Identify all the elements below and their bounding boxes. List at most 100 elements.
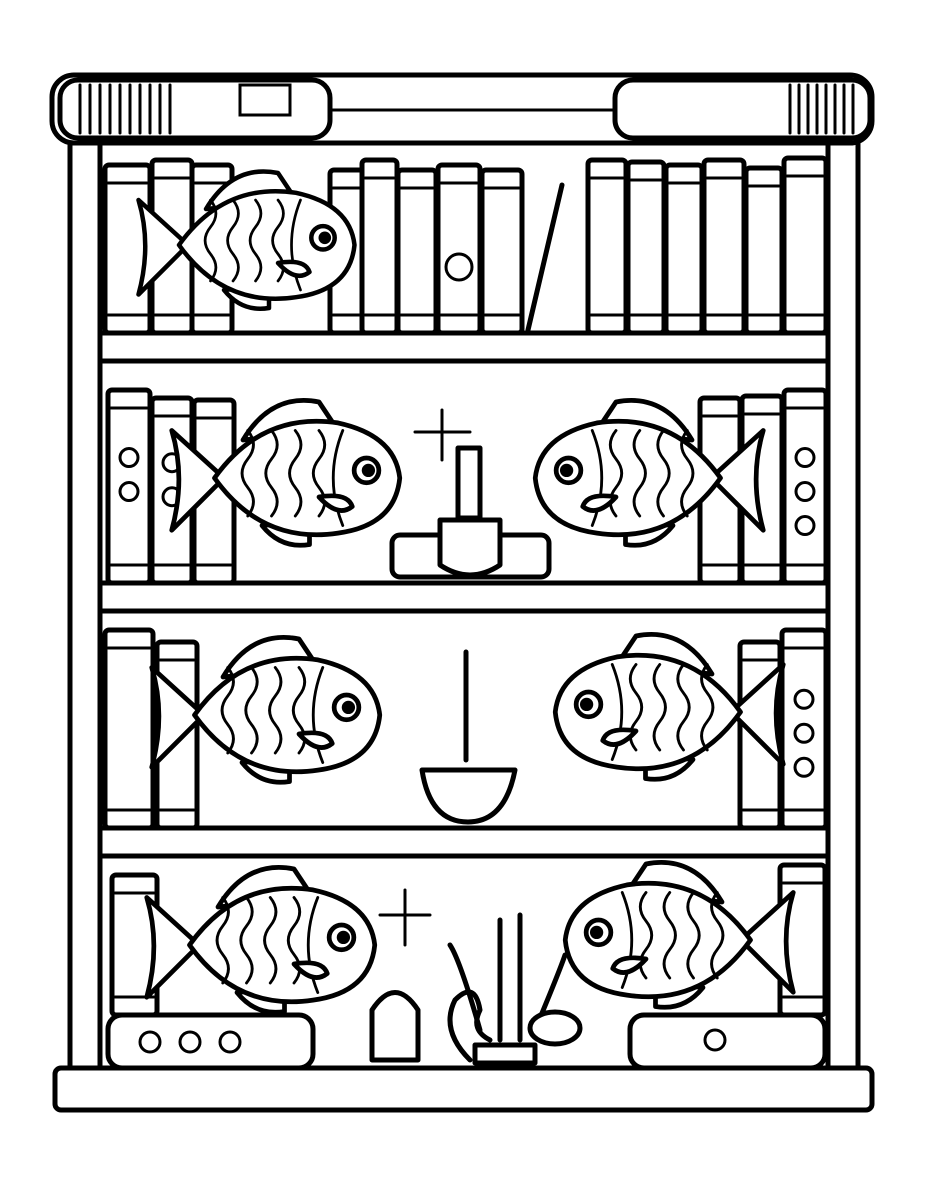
book-circle [794,447,816,469]
fish-pupil [341,700,356,715]
book-spine [663,162,705,336]
base-board [52,1065,875,1113]
fish-stripe [288,429,303,518]
book [663,162,705,336]
fish-stripe [264,429,279,518]
book [779,627,829,831]
bottle-base [437,517,503,578]
book [625,159,667,336]
fish [562,860,796,1010]
fish-stripe [700,663,715,752]
fish-stripe [203,198,218,283]
book [105,387,153,586]
fish-stripe [263,896,278,985]
fish-side-fin [610,955,649,975]
sparkle [378,888,432,947]
fish-stripe [215,896,230,985]
fish-gill [331,429,345,527]
fish-stripe [220,666,235,755]
fish-stripe [676,663,691,752]
egg-jar [369,990,421,1063]
book-circle [118,447,140,469]
fish-stripe [248,198,263,283]
book-circle [793,722,815,744]
book-spine [701,157,747,336]
top-roll-right-book [612,77,873,141]
lying-book [105,1012,316,1071]
fish-pupil [336,930,351,945]
book-circle [793,688,815,710]
shelf-board [97,580,831,614]
fish-gill [610,663,624,761]
fish [169,398,403,548]
fish-pupil [559,463,574,478]
book [102,627,156,831]
book-circle [118,481,140,503]
fish-tail [169,428,227,533]
fish-stripe [680,429,695,518]
fish-gill [311,666,325,764]
book-spine [743,165,785,336]
book-spine [585,157,629,336]
book-circle [794,481,816,503]
fishes [136,169,796,1015]
book [435,162,483,336]
fish-stripe [662,891,677,980]
fish-gill [306,896,320,994]
shelf-board [97,330,831,364]
fish-stripe [244,666,259,755]
book-circle [218,1030,242,1054]
fish-side-fin [600,727,639,747]
food-bowl [419,767,518,825]
fish-tail [738,890,796,995]
book-spine [435,162,483,336]
fish-pupil [318,231,332,245]
left-upright [67,137,103,1073]
book-spine [395,167,439,336]
fish-tail [149,665,207,770]
fish [144,865,378,1015]
fish-pupil [579,697,594,712]
fish-side-fin [316,493,355,513]
book-circle [703,1028,727,1052]
fish-tail [708,428,766,533]
book-circle [793,756,815,778]
fish-stripe [686,891,701,980]
book [743,165,785,336]
lying-book [627,1012,828,1071]
book-spine [105,387,153,586]
fish-side-fin [580,493,619,513]
book-spine [102,627,156,831]
book [109,872,160,1018]
fish-side-fin [291,960,330,980]
book-emblem [444,252,474,282]
fish-gill [620,891,634,989]
book-spine [779,627,829,831]
book [781,155,829,336]
fish-side-fin [296,730,335,750]
book-spine [625,159,667,336]
fish-pupil [589,925,604,940]
fish-stripe [226,198,240,283]
fish-side-fin [275,259,312,279]
book-spine [781,387,829,586]
seaweed [447,912,568,1043]
fish-pupil [361,463,376,478]
book [781,387,829,586]
right-upright [825,137,861,1073]
fish-stripe [240,429,255,518]
book-circle [178,1030,202,1054]
shelf-board [97,825,831,859]
pencil [525,182,565,333]
shelf-decorations [105,182,828,1071]
fish [149,635,383,785]
book-circle [138,1030,162,1054]
book [395,167,439,336]
book [585,157,629,336]
book [701,157,747,336]
book-spine [359,157,400,336]
fish-gill [290,198,302,292]
pebble [527,1009,583,1047]
sparkle [413,408,472,462]
fish-stripe [652,663,667,752]
